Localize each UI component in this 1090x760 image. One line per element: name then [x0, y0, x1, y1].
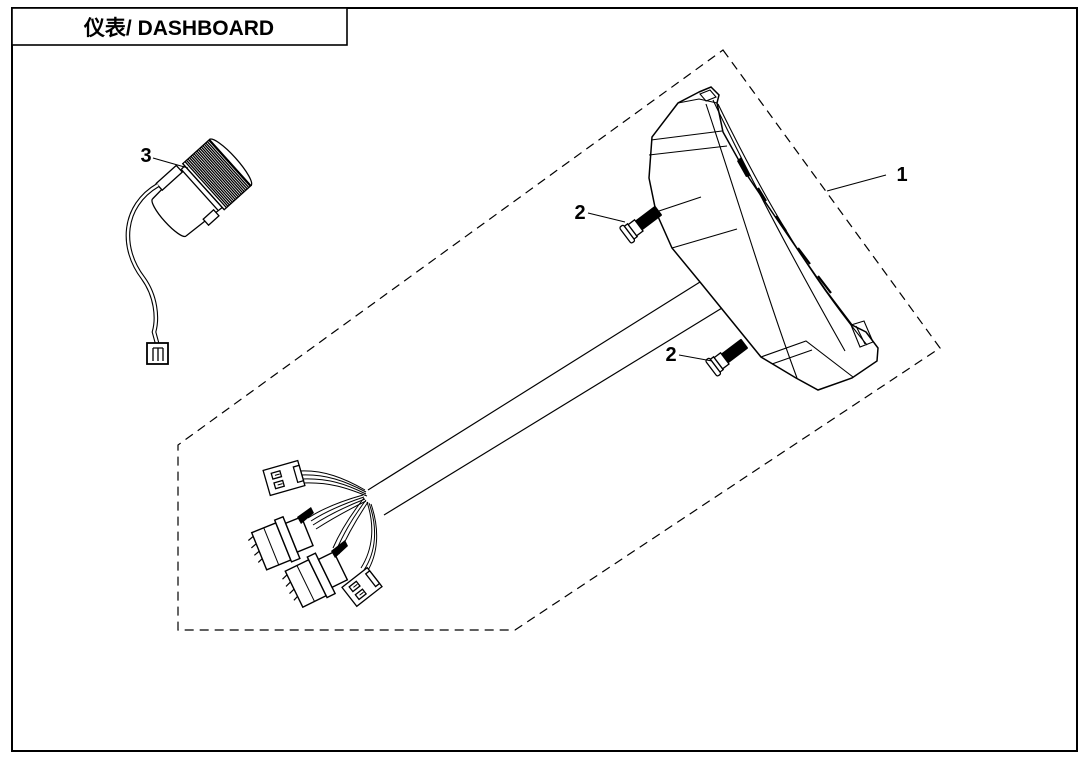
dashboard-side-detail	[850, 320, 874, 348]
dashboard-bezel-hatch	[757, 187, 832, 294]
dashboard-side-detail-line	[855, 325, 866, 345]
bolt-upper-drawing	[619, 205, 662, 244]
callout-labels: 1 2 2 3	[140, 145, 907, 366]
callout-label-3: 3	[140, 145, 151, 167]
wire-entry-wedge	[297, 507, 314, 524]
outer-border	[11, 7, 1078, 752]
dashboard-crease	[671, 228, 738, 249]
callout-label-1: 1	[896, 164, 907, 186]
callout-label-2-upper: 2	[574, 202, 585, 224]
dashboard-bottom-line	[771, 349, 813, 365]
dashboard-crease	[655, 196, 702, 213]
sensor-cable	[125, 183, 160, 344]
harness-connector-small-south	[341, 566, 383, 608]
callout-leaders	[152, 157, 887, 362]
knurl-hatching	[184, 139, 251, 209]
dashboard-shaded-wedge	[737, 157, 751, 177]
dashboard-silhouette	[648, 86, 879, 391]
dashboard-top-edge	[677, 98, 718, 104]
leader-line-part2-upper	[587, 212, 626, 223]
harness-connector-large-west	[247, 515, 314, 571]
dashboard-crease	[648, 145, 728, 156]
harness-trunk	[367, 281, 723, 516]
harness-wires	[299, 470, 378, 573]
page-title: 仪表/ DASHBOARD	[83, 17, 274, 40]
wire-entry-wedge	[331, 540, 348, 558]
harness-connector-small-nw	[262, 459, 306, 497]
leader-line-part1	[826, 174, 887, 192]
sensor-cable-connector	[146, 342, 169, 365]
dashboard-front-crease	[705, 103, 798, 379]
leader-line-part3	[152, 157, 189, 169]
dashboard-bezel-left	[712, 99, 846, 352]
bolt-lower-drawing	[705, 338, 748, 377]
title-box-frame	[11, 7, 348, 46]
leader-line-part2-lower	[678, 354, 713, 362]
callout-label-2-lower: 2	[665, 344, 676, 366]
sensor-part-drawing	[151, 138, 253, 238]
dashboard-bezel-right	[717, 103, 868, 346]
dashboard-part-drawing	[648, 86, 879, 391]
dashed-assembly-boundary	[177, 49, 941, 631]
title-box: 仪表/ DASHBOARD	[11, 7, 348, 46]
dashboard-crease	[650, 130, 723, 141]
dashboard-bottom-face	[760, 340, 854, 378]
harness-connector-large-sw	[282, 551, 349, 609]
dashboard-top-tab	[699, 89, 717, 102]
